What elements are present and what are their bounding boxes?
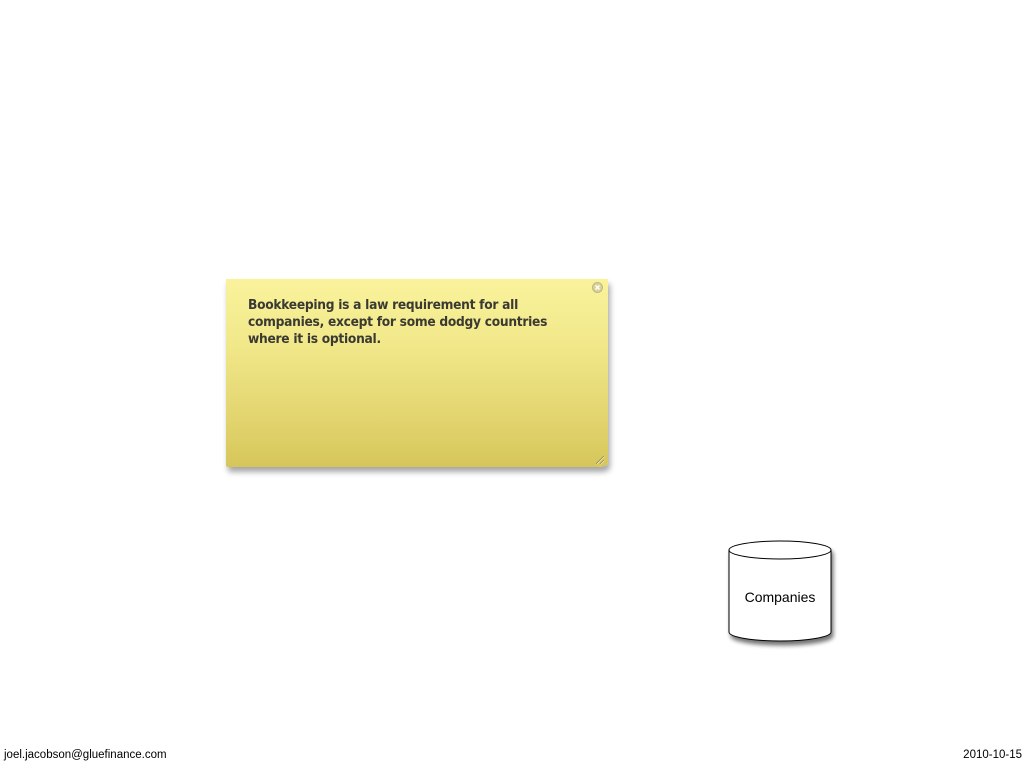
database-label: Companies bbox=[744, 589, 816, 605]
footer-date: 2010-10-15 bbox=[963, 749, 1022, 761]
resize-grip-icon[interactable] bbox=[593, 452, 605, 465]
database-cylinder-icon bbox=[728, 540, 832, 642]
sticky-note[interactable]: Bookkeeping is a law requirement for all… bbox=[226, 279, 608, 467]
footer-author-email: joel.jacobson@gluefinance.com bbox=[4, 749, 167, 761]
sticky-note-text: Bookkeeping is a law requirement for all… bbox=[248, 298, 548, 347]
close-icon[interactable] bbox=[592, 282, 603, 293]
